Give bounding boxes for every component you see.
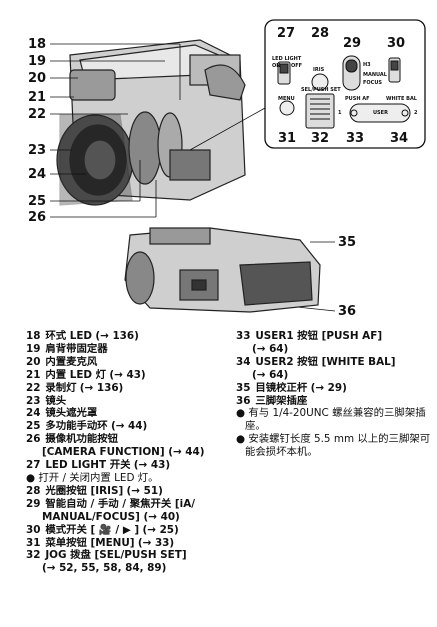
inset-controls <box>277 55 411 129</box>
inset-frame <box>264 19 426 149</box>
list-item: 26 摄像机功能按钮 [CAMERA FUNCTION] (→ 44) <box>26 433 205 459</box>
inset-num-34: 34 <box>389 131 409 146</box>
inset-label-sel-push-set: SEL/PUSH SET <box>301 87 341 93</box>
callout-23: 23 <box>28 143 47 158</box>
inset-num-28: 28 <box>310 26 330 41</box>
list-item: 34 USER2 按钮 [WHITE BAL] (→ 64) <box>236 355 396 381</box>
bullet-note: ● 有与 1/4-20UNC 螺丝兼容的三脚架插座。 <box>236 407 426 433</box>
inset-label-user: USER <box>373 110 388 116</box>
parts-list-right: 33 USER1 按钮 [PUSH AF] (→ 64) 34 USER2 按钮… <box>236 330 432 459</box>
list-item: 36 三脚架插座 <box>236 394 308 407</box>
list-item: 31 菜单按钮 [MENU] (→ 33) <box>26 536 175 549</box>
list-item: 22 录制灯 (→ 136) <box>26 381 124 394</box>
inset-label-push-af: PUSH AF <box>345 96 370 102</box>
inset-label-1: 1 <box>338 110 342 116</box>
callout-26: 26 <box>28 210 47 225</box>
inset-num-31: 31 <box>277 131 297 146</box>
list-item: 35 目镜校正杆 (→ 29) <box>236 381 347 394</box>
list-item: 25 多功能手动环 (→ 44) <box>26 420 148 433</box>
camcorder-front-view <box>56 39 246 206</box>
inset-label-focus: FOCUS <box>363 80 382 86</box>
list-item: 18 环式 LED (→ 136) <box>26 330 139 342</box>
list-item: 19 肩背带固定器 <box>26 342 108 355</box>
list-item: 27 LED LIGHT 开关 (→ 43) <box>26 459 171 472</box>
list-item: 33 USER1 按钮 [PUSH AF] (→ 64) <box>236 330 383 355</box>
callout-20: 20 <box>28 71 47 86</box>
parts-list-left: 18 环式 LED (→ 136) 19 肩背带固定器 20 内置麦克风 21 … <box>26 330 236 575</box>
inset-label-menu: MENU <box>278 96 295 102</box>
inset-label-white-bal: WHITE BAL <box>386 96 417 102</box>
inset-label-2: 2 <box>414 110 418 116</box>
inset-num-27: 27 <box>276 26 296 41</box>
callout-25: 25 <box>28 194 47 209</box>
list-item: 20 内置麦克风 <box>26 355 98 368</box>
camera-figure: 18 19 20 21 22 23 24 25 26 35 36 27 28 2… <box>28 19 426 319</box>
camcorder-rear-view <box>124 227 321 313</box>
list-item: 32 JOG 拨盘 [SEL/PUSH SET] (→ 52, 55, 58, … <box>26 549 187 575</box>
inset-label-off: OFF <box>291 63 303 69</box>
list-item: 23 镜头 <box>26 394 67 407</box>
bullet-note: ● 打开 / 关闭内置 LED 灯。 <box>26 471 159 484</box>
inset-num-33: 33 <box>345 131 365 146</box>
inset-label-manual: MANUAL <box>363 72 387 78</box>
inset-label-led-light: LED LIGHT <box>272 56 302 62</box>
callout-21: 21 <box>28 90 47 105</box>
inset-num-32: 32 <box>310 131 330 146</box>
inset-label-h3: H3 <box>363 62 371 68</box>
callout-19: 19 <box>28 54 47 69</box>
callout-35: 35 <box>338 235 357 250</box>
inset-num-30: 30 <box>386 36 406 51</box>
list-item: 30 模式开关 [ 🎥 / ▶ ] (→ 25) <box>26 523 179 536</box>
inset-num-29: 29 <box>342 36 362 51</box>
camera-illustration <box>50 19 426 313</box>
callout-18: 18 <box>28 37 47 52</box>
callout-24: 24 <box>28 167 47 182</box>
inset-label-iris: IRIS <box>313 67 325 73</box>
callout-36: 36 <box>338 304 357 319</box>
list-item: 24 镜头遮光罩 <box>26 407 98 420</box>
bullet-note: ● 安装螺钉长度 5.5 mm 以上的三脚架可能会损坏本机。 <box>236 433 431 459</box>
inset-label-on: ON <box>272 63 281 69</box>
list-item: 21 内置 LED 灯 (→ 43) <box>26 368 146 381</box>
list-item: 29 智能自动 / 手动 / 聚焦开关 [iA/ MANUAL/FOCUS] (… <box>26 497 196 523</box>
list-item: 28 光圈按钮 [IRIS] (→ 51) <box>26 484 163 497</box>
callout-22: 22 <box>28 107 47 122</box>
